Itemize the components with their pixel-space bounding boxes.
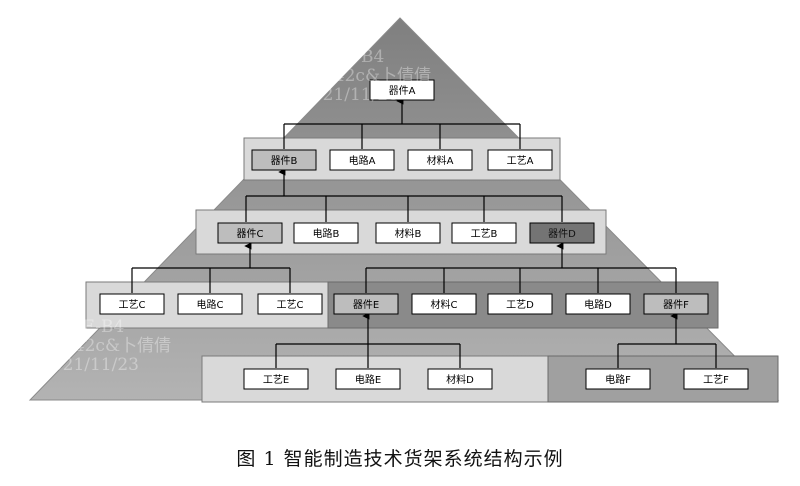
node-label: 电路A: [349, 154, 376, 167]
node-box: [411, 293, 477, 315]
node-box: [369, 79, 435, 101]
watermark-line: 2021/11/23: [41, 77, 139, 97]
node-label: 工艺E: [263, 374, 289, 386]
node-box: [451, 222, 517, 244]
node-box: [329, 149, 395, 171]
watermark-line: 2021/11/23: [41, 355, 139, 375]
node-gy-e: 工艺E: [243, 368, 309, 390]
node-gy-d: 工艺D: [487, 293, 553, 315]
node-label: 电路D: [584, 298, 612, 311]
node-box: [243, 368, 309, 390]
pyramid-diagram: 器件A 器件B 电路A 材料A 工艺A 器件C 电路B 材料B 工艺B 器件D 工艺C 电路C 工艺C 器…: [28, 17, 780, 403]
watermark-line: 00003142c&卜倩倩: [690, 200, 800, 220]
node-gy-c1: 工艺C: [99, 293, 165, 315]
watermark: BOE-B4 00003142c&卜倩倩 2021/11/23: [690, 182, 800, 239]
node-label: 工艺D: [506, 299, 534, 311]
node-gy-b: 工艺B: [451, 222, 517, 244]
node-label: 器件F: [663, 299, 689, 311]
node-box: [529, 222, 595, 244]
watermark: BOE-B4 00003142c&卜倩倩 2021/11/23: [0, 318, 180, 375]
node-cl-a: 材料A: [407, 149, 473, 171]
node-label: 工艺F: [703, 374, 729, 386]
watermark-line: BOE-B4: [55, 39, 125, 59]
node-box: [407, 149, 473, 171]
node-a: 器件A: [369, 79, 435, 101]
watermark-line: 00003142c&卜倩倩: [8, 58, 172, 78]
watermark-line: 00003142c&卜倩倩: [690, 70, 800, 90]
node-label: 材料A: [427, 154, 454, 167]
node-label: 电路C: [197, 298, 224, 311]
node-box: [643, 293, 709, 315]
node-gy-a: 工艺A: [487, 149, 553, 171]
watermark-line: 2021/11/23: [701, 219, 799, 239]
watermark-line: 00003142c&卜倩倩: [268, 66, 432, 86]
node-box: [251, 149, 317, 171]
watermark-line: BOE-B4: [55, 317, 125, 337]
node-box: [257, 293, 323, 315]
node-box: [99, 293, 165, 315]
node-cl-c: 材料C: [411, 293, 477, 315]
node-label: 器件E: [353, 299, 379, 311]
watermark-line: 2021/11/23: [701, 89, 799, 109]
node-label: 器件C: [237, 228, 264, 240]
watermark-line: BOE-B4: [715, 51, 785, 71]
node-label: 工艺A: [507, 155, 534, 167]
node-label: 材料C: [431, 298, 458, 311]
node-label: 工艺B: [471, 228, 498, 240]
watermark-line: BOE-B4: [55, 185, 125, 205]
node-box: [487, 293, 553, 315]
node-label: 器件A: [389, 85, 416, 97]
node-b: 器件B: [251, 149, 317, 171]
node-gy-f: 工艺F: [683, 368, 749, 390]
node-label: 电路F: [605, 373, 631, 386]
node-cl-b: 材料B: [375, 222, 441, 244]
connectors: [131, 97, 717, 368]
node-dl-f: 电路F: [585, 368, 651, 390]
node-c: 器件C: [217, 222, 283, 244]
node-box: [217, 222, 283, 244]
node-box: [333, 293, 399, 315]
node-dl-d: 电路D: [565, 293, 631, 315]
watermark: BOE-B4 00003142c&卜倩倩 2021/11/23: [220, 48, 480, 105]
watermark: BOE-B4 00003142c&卜倩倩 2021/11/23: [0, 186, 180, 243]
watermark-line: BOE-B4: [715, 181, 785, 201]
node-dl-a: 电路A: [329, 149, 395, 171]
watermark-line: BOE-B4: [315, 47, 385, 67]
node-f: 器件F: [643, 293, 709, 315]
node-box: [565, 293, 631, 315]
node-label: 材料B: [395, 227, 422, 240]
node-box: [585, 368, 651, 390]
node-box: [177, 293, 243, 315]
node-d: 器件D: [529, 222, 595, 244]
node-label: 器件D: [548, 228, 576, 240]
node-label: 工艺C: [277, 299, 304, 311]
node-e: 器件E: [333, 293, 399, 315]
node-label: 器件B: [271, 155, 298, 167]
node-label: 电路E: [355, 373, 381, 386]
node-label: 工艺C: [119, 299, 146, 311]
watermark-line: 2021/11/23: [41, 223, 139, 243]
node-dl-c: 电路C: [177, 293, 243, 315]
node-gy-c2: 工艺C: [257, 293, 323, 315]
node-box: [375, 222, 441, 244]
node-cl-d: 材料D: [427, 368, 493, 390]
node-dl-b: 电路B: [293, 222, 359, 244]
node-dl-e: 电路E: [335, 368, 401, 390]
node-label: 电路B: [313, 227, 340, 240]
watermark-line: 2021/11/23: [301, 85, 399, 105]
watermark: BOE-B4 00003142c&卜倩倩 2021/11/23: [0, 40, 180, 97]
watermark-line: 00003142c&卜倩倩: [8, 204, 172, 224]
node-box: [335, 368, 401, 390]
node-box: [487, 149, 553, 171]
figure-caption: 图 1 智能制造技术货架系统结构示例: [236, 448, 564, 470]
node-box: [683, 368, 749, 390]
watermark-line: 00003142c&卜倩倩: [8, 336, 172, 356]
node-label: 材料D: [446, 373, 474, 386]
node-box: [427, 368, 493, 390]
watermark: BOE-B4 00003142c&卜倩倩 2021/11/23: [690, 52, 800, 109]
node-box: [293, 222, 359, 244]
